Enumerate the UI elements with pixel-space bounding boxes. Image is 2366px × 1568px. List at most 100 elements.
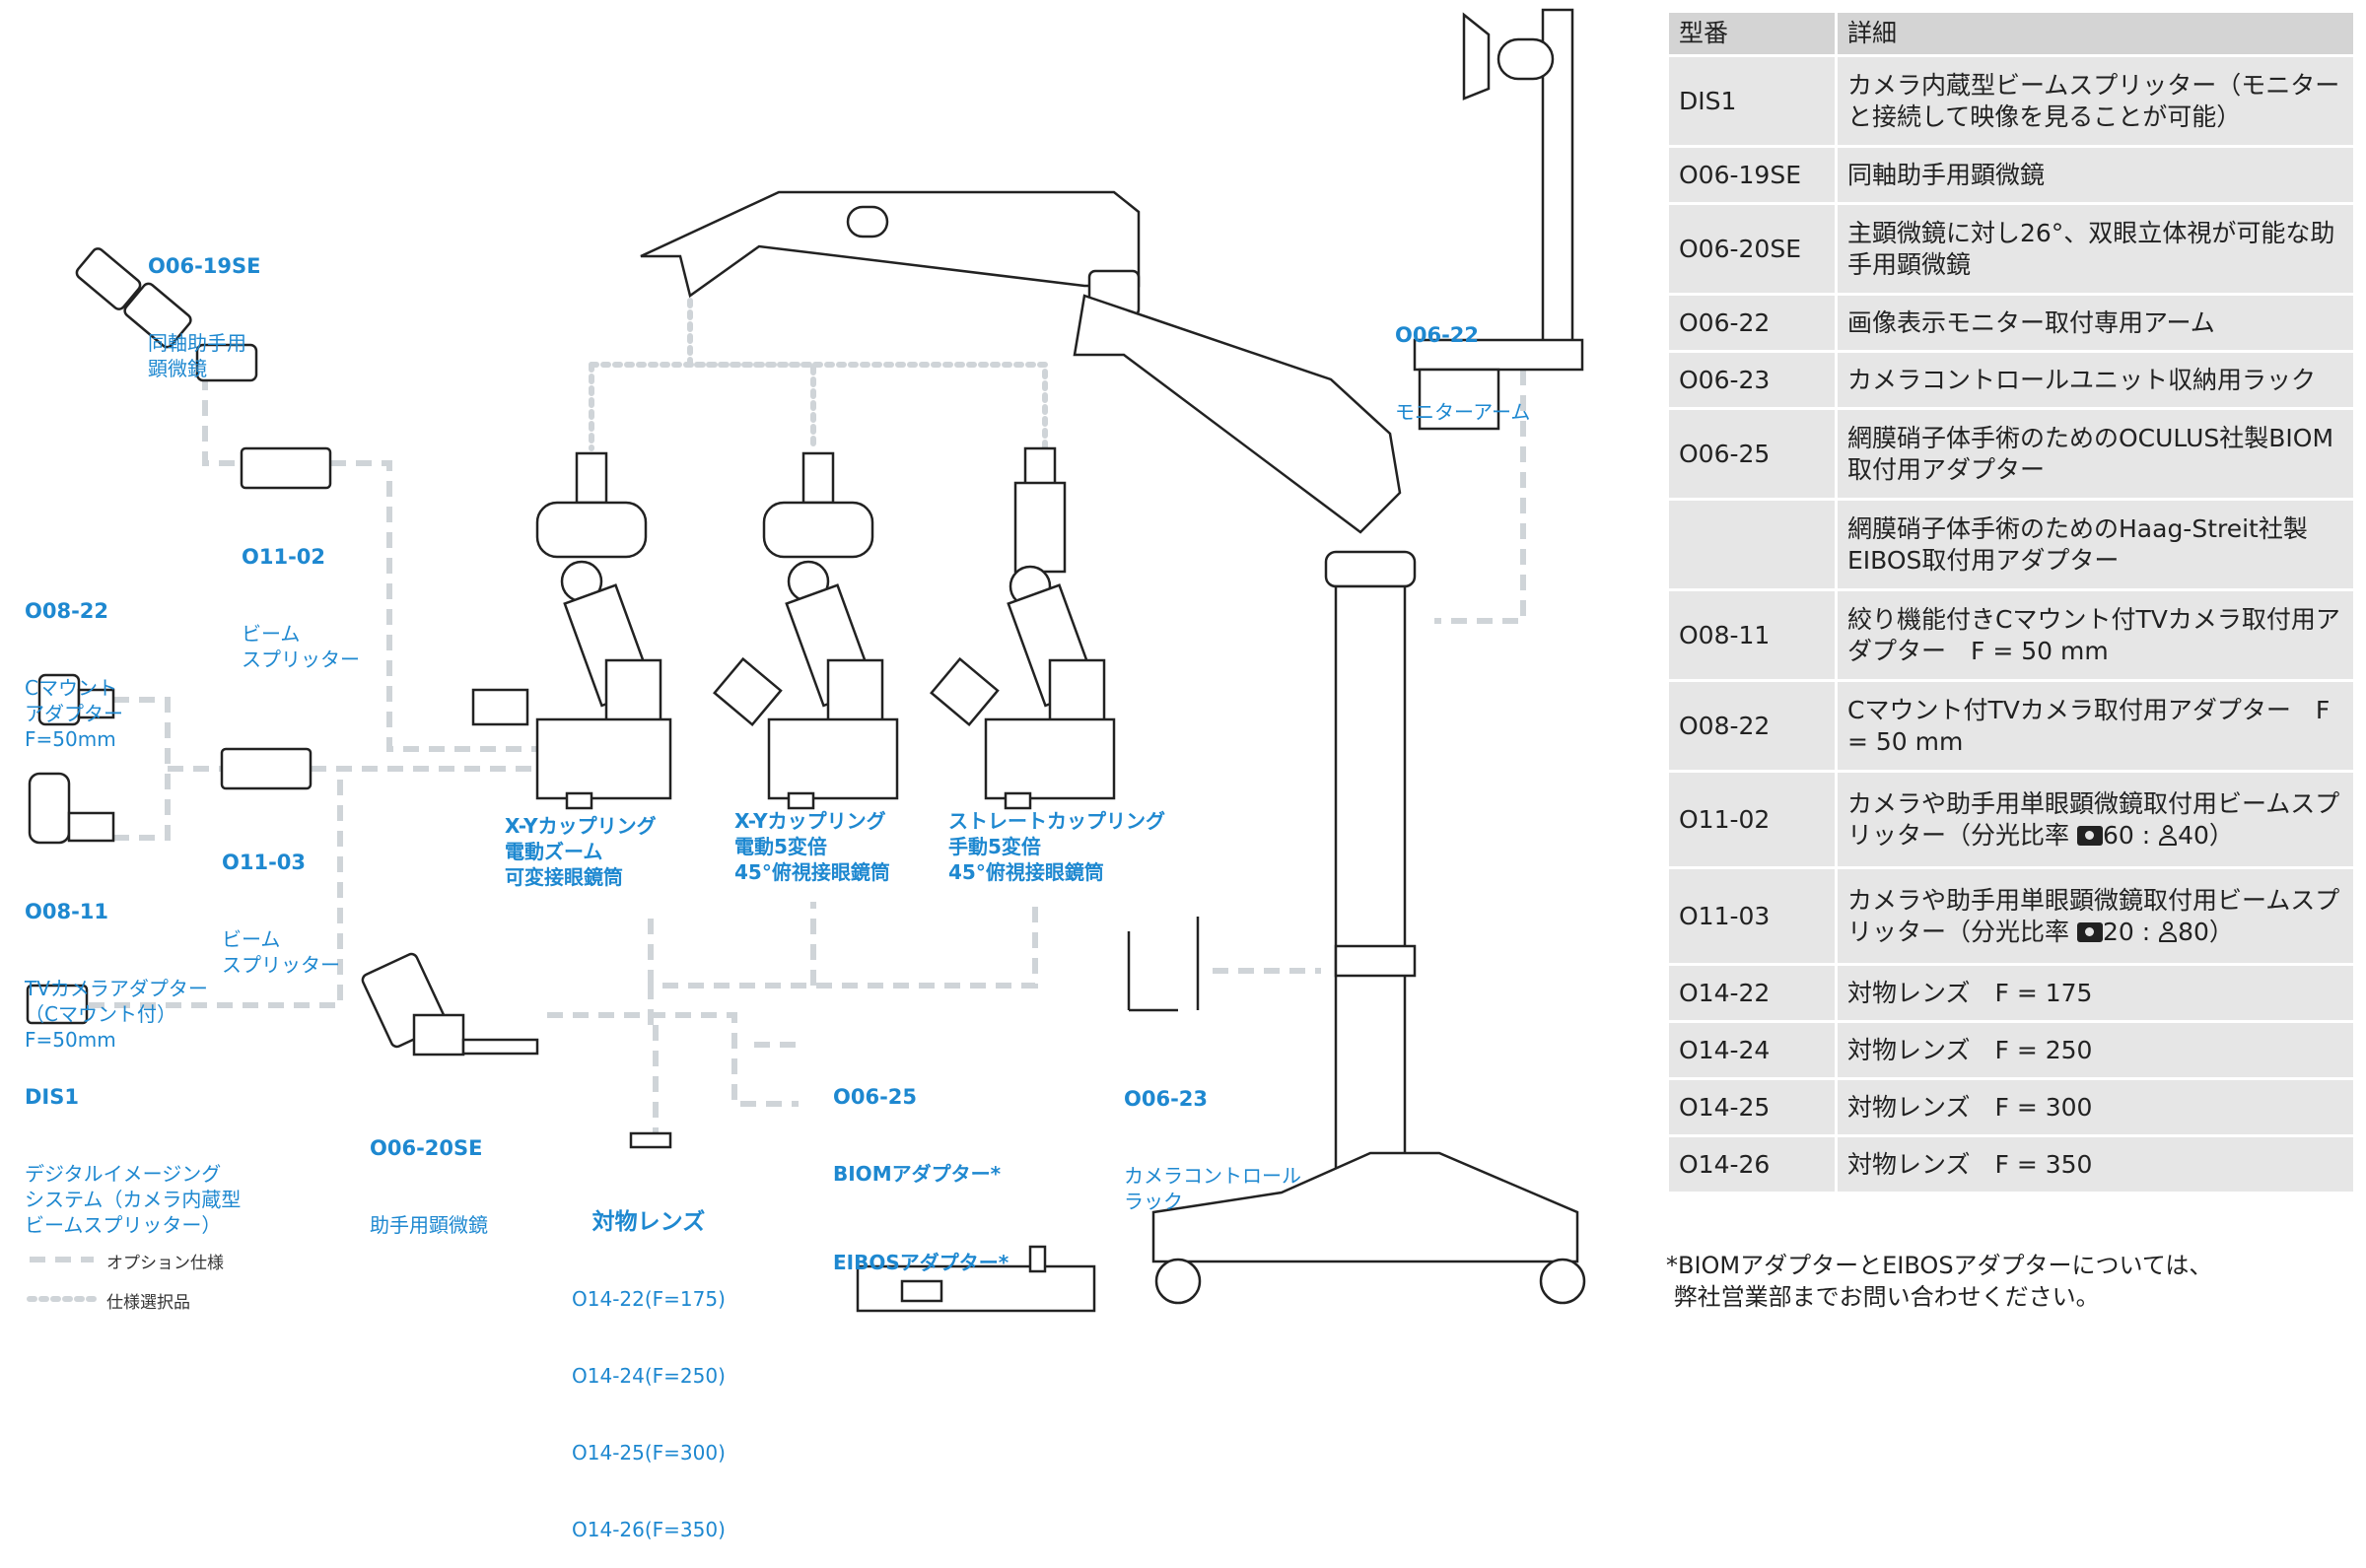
- label-o11-03-code: O11-03: [222, 851, 307, 874]
- c-mount-adapter-drawing: [37, 673, 115, 726]
- label-o06-25-line1: BIOMアダプター*: [833, 1162, 1002, 1186]
- table-cell-model: O08-11: [1666, 588, 1838, 682]
- table-cell-model: O08-22: [1666, 679, 1838, 773]
- table-cell-ratio-camera: 60: [2102, 820, 2134, 850]
- label-head-3: ストレートカップリング 手動5変倍 45°俯視接眼鏡筒: [948, 809, 1165, 884]
- table-cell-model: DIS1: [1666, 54, 1838, 148]
- label-o08-11: O08-11 TVカメラアダプター （Cマウント付） F=50mm: [25, 848, 208, 1078]
- label-o06-20se: O06-20SE 助手用顕微鏡: [370, 1084, 488, 1263]
- label-o11-02-code: O11-02: [242, 545, 326, 569]
- label-o08-22: O08-22 Cマウント アダプター F=50mm: [25, 547, 123, 778]
- table-cell-model: O06-23: [1666, 350, 1838, 410]
- footswitch-drawing: [856, 1245, 1096, 1313]
- table-cell-detail: カメラや助手用単眼顕微鏡取付用ビームスプリッター（分光比率 60 : 40）: [1835, 770, 2356, 869]
- table-cell-detail-text: カメラや助手用単眼顕微鏡取付用ビームスプリッター（分光比率: [1847, 788, 2340, 850]
- table-cell-model: O11-03: [1666, 866, 1838, 966]
- label-objective-item: O14-24(F=250): [572, 1364, 726, 1388]
- label-o06-23-code: O06-23: [1124, 1087, 1209, 1111]
- label-o06-20se-desc: 助手用顕微鏡: [370, 1213, 488, 1237]
- microscope-head-2-drawing: [713, 451, 899, 810]
- table-cell-model: O06-20SE: [1666, 202, 1838, 296]
- table-cell-model: O06-25: [1666, 407, 1838, 501]
- table-cell-ratio-person: 40）: [2178, 820, 2234, 850]
- legend-dotted-label: 仕様選択品: [106, 1293, 190, 1313]
- table-header-detail: 詳細: [1835, 10, 2356, 57]
- camera-icon: [2076, 825, 2103, 846]
- beam-splitter-o11-02-drawing: [240, 446, 332, 490]
- label-o06-25-line2: EIBOSアダプター*: [833, 1251, 1009, 1274]
- footnote: *BIOMアダプターとEIBOSアダプターについては、 弊社営業部までお問い合わ…: [1666, 1252, 2213, 1311]
- table-row: 網膜硝子体手術のためのHaag-Streit社製EIBOS取付用アダプター: [1666, 498, 2356, 591]
- table-cell-detail: 対物レンズ F = 350: [1835, 1134, 2356, 1194]
- table-header-model: 型番: [1666, 10, 1838, 57]
- label-o06-25: O06-25 BIOMアダプター* EIBOSアダプター*: [833, 1033, 1009, 1301]
- table-cell-ratio-person: 80）: [2178, 917, 2234, 946]
- dis1-drawing: [26, 984, 89, 1025]
- table-cell-detail: Cマウント付TVカメラ取付用アダプター F = 50 mm: [1835, 679, 2356, 773]
- table-cell-detail: 網膜硝子体手術のためのOCULUS社製BIOM取付用アダプター: [1835, 407, 2356, 501]
- table-cell-detail: カメラや助手用単眼顕微鏡取付用ビームスプリッター（分光比率 20 : 80）: [1835, 866, 2356, 966]
- table-cell-detail: 主顕微鏡に対し26°、双眼立体視が可能な助手用顕微鏡: [1835, 202, 2356, 296]
- label-objective: 対物レンズ O14-22(F=175) O14-24(F=250) O14-25…: [572, 1158, 726, 1568]
- option-lines: [89, 370, 1526, 1133]
- microscope-head-1-drawing: [471, 451, 672, 810]
- floor-stand-drawing: [640, 8, 1586, 1305]
- person-icon: [2158, 920, 2178, 943]
- table-cell-model: O06-22: [1666, 293, 1838, 353]
- label-objective-item: O14-26(F=350): [572, 1518, 726, 1541]
- label-o11-02-desc: ビーム スプリッター: [242, 622, 360, 671]
- label-o11-03: O11-03 ビーム スプリッター: [222, 798, 340, 1003]
- microscope-head-3-drawing: [930, 446, 1116, 810]
- label-o11-02: O11-02 ビーム スプリッター: [242, 493, 360, 698]
- coaxial-assistant-scope-drawing: [75, 247, 258, 382]
- table-cell-ratio-camera: 20: [2102, 917, 2134, 946]
- table-cell-model: O14-22: [1666, 963, 1838, 1023]
- objective-lens-drawing: [629, 1131, 672, 1149]
- label-objective-title: 対物レンズ: [592, 1209, 706, 1235]
- table-cell-detail: 対物レンズ F = 250: [1835, 1020, 2356, 1080]
- label-o08-22-code: O08-22: [25, 599, 109, 623]
- label-head-1: X-Yカップリング 電動ズーム 可変接眼鏡筒: [505, 814, 657, 889]
- assistant-scope-drawing: [361, 952, 539, 1057]
- table-cell-detail: 絞り機能付きCマウント付TVカメラ取付用アダプター F = 50 mm: [1835, 588, 2356, 682]
- selection-lines: [589, 298, 1048, 451]
- table-cell-model: O11-02: [1666, 770, 1838, 869]
- camera-control-rack-drawing: [1127, 917, 1200, 1012]
- label-o06-19se-code: O06-19SE: [148, 254, 261, 278]
- legend-dashed-label: オプション仕様: [106, 1254, 224, 1273]
- label-o06-20se-code: O06-20SE: [370, 1136, 483, 1160]
- label-o06-22: O06-22 モニターアーム: [1395, 271, 1530, 450]
- label-o08-11-code: O08-11: [25, 900, 109, 923]
- label-o06-19se: O06-19SE 同軸助手用 顕微鏡: [148, 202, 261, 407]
- table-cell-model: O14-25: [1666, 1077, 1838, 1137]
- table-cell-detail: 網膜硝子体手術のためのHaag-Streit社製EIBOS取付用アダプター: [1835, 498, 2356, 591]
- table-cell-detail: カメラコントロールユニット収納用ラック: [1835, 350, 2356, 410]
- label-o11-03-desc: ビーム スプリッター: [222, 927, 340, 977]
- label-o08-22-desc: Cマウント アダプター F=50mm: [25, 676, 123, 751]
- table-cell-detail: カメラ内蔵型ビームスプリッター（モニターと接続して映像を見ることが可能）: [1835, 54, 2356, 148]
- table-cell-model: O06-19SE: [1666, 145, 1838, 205]
- table-cell-model: O14-26: [1666, 1134, 1838, 1194]
- label-objective-item: O14-22(F=175): [572, 1287, 726, 1311]
- table-cell-detail: 同軸助手用顕微鏡: [1835, 145, 2356, 205]
- label-dis1-desc: デジタルイメージング システム（カメラ内蔵型 ビームスプリッター）: [25, 1162, 242, 1237]
- table-cell-ratio-separator: :: [2133, 917, 2159, 946]
- label-o06-22-desc: モニターアーム: [1395, 400, 1531, 424]
- label-o06-22-code: O06-22: [1395, 323, 1480, 347]
- table-cell-detail: 対物レンズ F = 300: [1835, 1077, 2356, 1137]
- table-cell-detail: 対物レンズ F = 175: [1835, 963, 2356, 1023]
- label-o08-11-desc: TVカメラアダプター （Cマウント付） F=50mm: [25, 977, 208, 1052]
- camera-icon: [2076, 921, 2103, 942]
- table-cell-model: [1666, 498, 1838, 591]
- table-row: O11-02 カメラや助手用単眼顕微鏡取付用ビームスプリッター（分光比率 60 …: [1666, 770, 2356, 869]
